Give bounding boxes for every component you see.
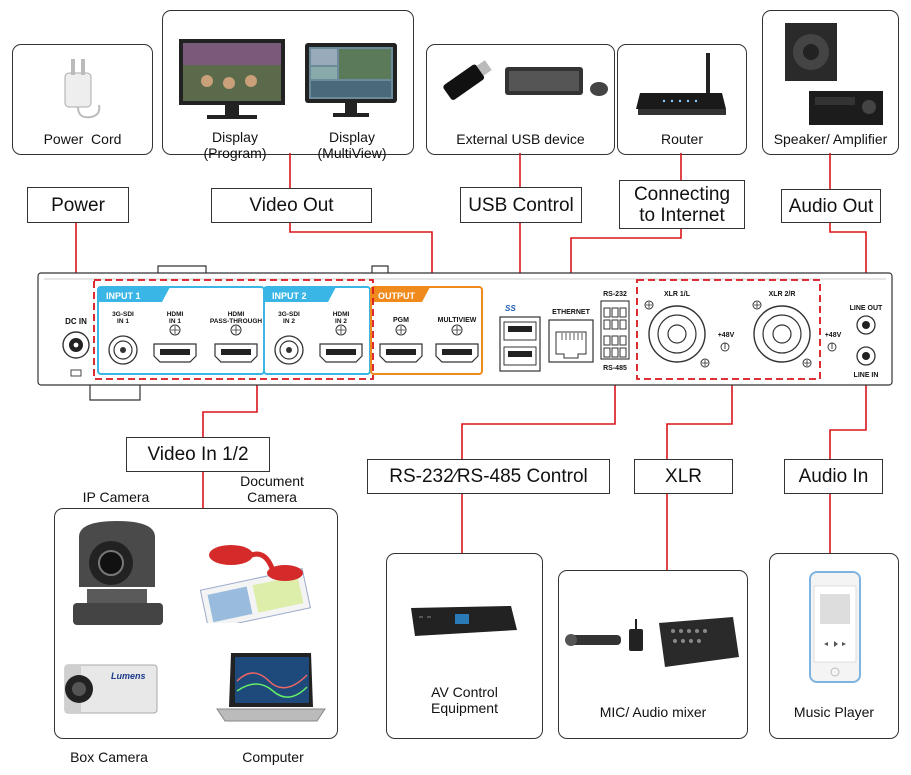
computer-label: Computer	[242, 749, 304, 765]
mic-mixer-label: MIC/ Audio mixer	[599, 704, 707, 720]
display-program-label: Display (Program)	[203, 129, 267, 161]
av-control-box: AV Control Equipment	[386, 553, 543, 739]
power-adapter-icon	[64, 59, 101, 119]
rs485-text: RS-485	[603, 365, 627, 372]
display-program-icon	[179, 39, 285, 119]
speaker-label: Speaker/ Amplifier	[773, 131, 888, 147]
rs232-text: RS-232	[603, 291, 627, 298]
hdmi-in2-text-2: IN 2	[335, 318, 347, 325]
line-in-text: LINE IN	[854, 372, 879, 379]
video-out-connection-label: Video Out	[211, 188, 372, 223]
audio-out-connection-label: Audio Out	[781, 189, 881, 223]
hdmi-pass-text-2: PASS-THROUGH	[210, 318, 263, 325]
box-camera-label: Box Camera	[70, 749, 148, 765]
hdmi-in1-text-2: IN 1	[169, 318, 181, 325]
display-multiview-label: Display (MultiView)	[317, 129, 387, 161]
input1-tab	[98, 287, 170, 302]
line-out-port	[856, 315, 876, 335]
phantom2-text: +48V	[825, 332, 842, 339]
hdmi-in1-port	[153, 324, 197, 363]
video-ports-outline	[93, 279, 374, 380]
sdi-in2-port	[274, 335, 304, 365]
usb-logo-text: SS	[505, 304, 516, 313]
input2-text: INPUT 2	[272, 291, 307, 301]
power-connection-label: Power	[27, 187, 129, 223]
music-player-box: Music Player	[769, 553, 899, 739]
line-out-text: LINE OUT	[850, 305, 883, 312]
display-multiview-icon	[305, 43, 397, 117]
usb-ports	[499, 316, 541, 372]
xlr1-text: XLR 1/L	[664, 291, 691, 298]
xlr2-port	[752, 300, 837, 368]
line-in-port	[856, 346, 876, 366]
power-cord-box: Power Cord	[12, 44, 153, 155]
input2-tab	[264, 287, 336, 302]
phantom1-text: +48V	[718, 332, 735, 339]
music-player-icon	[809, 571, 861, 683]
document-camera-label: Document Camera	[240, 473, 304, 505]
displays-box: Display (Program) Display (MultiView)	[162, 10, 414, 161]
xlr-ports-outline	[636, 279, 821, 380]
sdi-in1-text-2: IN 1	[117, 318, 129, 325]
av-control-label: AV Control Equipment	[431, 684, 498, 716]
xlr-connection-label: XLR	[634, 459, 733, 494]
sdi-in2-text-2: IN 2	[283, 318, 295, 325]
hdmi-pass-port	[214, 324, 258, 363]
router-icon	[636, 53, 726, 115]
usb-device-label: External USB device	[456, 131, 585, 147]
power-cord-label: Power Cord	[43, 131, 122, 147]
hdmi-in2-text-1: HDMI	[333, 311, 350, 318]
router-label: Router	[660, 131, 704, 147]
camera-brand-text: Lumens	[111, 671, 146, 681]
hdmi-in1-text-1: HDMI	[167, 311, 184, 318]
hdmi-pass-text-1: HDMI	[228, 311, 245, 318]
ip-camera-label: IP Camera	[82, 489, 150, 505]
sdi-in2-text-1: 3G-SDI	[278, 311, 300, 318]
sdi-in1-port	[108, 335, 138, 365]
output-tab	[371, 287, 430, 302]
pgm-text: PGM	[393, 317, 409, 324]
multiview-text: MULTIVIEW	[438, 317, 477, 324]
ip-camera-icon	[73, 521, 163, 625]
video-in-connection-label: Video In 1/2	[126, 437, 270, 472]
xlr1-port	[644, 300, 730, 368]
usb-device-box: External USB device	[426, 44, 615, 155]
music-player-label: Music Player	[793, 704, 875, 720]
rs232-rs485-terminal	[600, 300, 630, 360]
mic-mixer-icon	[565, 617, 739, 667]
hdmi-pgm-port	[379, 324, 423, 363]
document-camera-icon	[199, 545, 312, 623]
mic-mixer-box: MIC/ Audio mixer	[558, 570, 748, 739]
router-box: Router	[617, 44, 747, 155]
usb-control-connection-label: USB Control	[460, 187, 582, 223]
dc-in-text: DC IN	[65, 317, 87, 326]
computer-icon	[216, 653, 326, 722]
usb-drive-icon	[443, 60, 492, 100]
rs-control-connection-label: RS-232∕RS-485 Control	[367, 459, 610, 494]
output-text: OUTPUT	[378, 291, 416, 301]
input1-text: INPUT 1	[106, 291, 141, 301]
hdmi-multiview-port	[435, 324, 479, 363]
ethernet-port	[548, 319, 594, 363]
ethernet-text: ETHERNET	[552, 309, 590, 316]
speaker-amplifier-icon	[785, 23, 883, 125]
video-sources-box: Lumens	[54, 508, 338, 739]
xlr2-text: XLR 2/R	[769, 291, 796, 298]
internet-connection-label: Connecting to Internet	[619, 180, 745, 229]
dc-in-port	[62, 331, 90, 377]
keyboard-mouse-icon	[505, 67, 608, 96]
sdi-in1-text-1: 3G-SDI	[112, 311, 134, 318]
audio-in-connection-label: Audio In	[784, 459, 883, 494]
box-camera-icon: Lumens	[64, 664, 158, 714]
av-control-icon	[411, 606, 517, 636]
hdmi-in2-port	[319, 324, 363, 363]
